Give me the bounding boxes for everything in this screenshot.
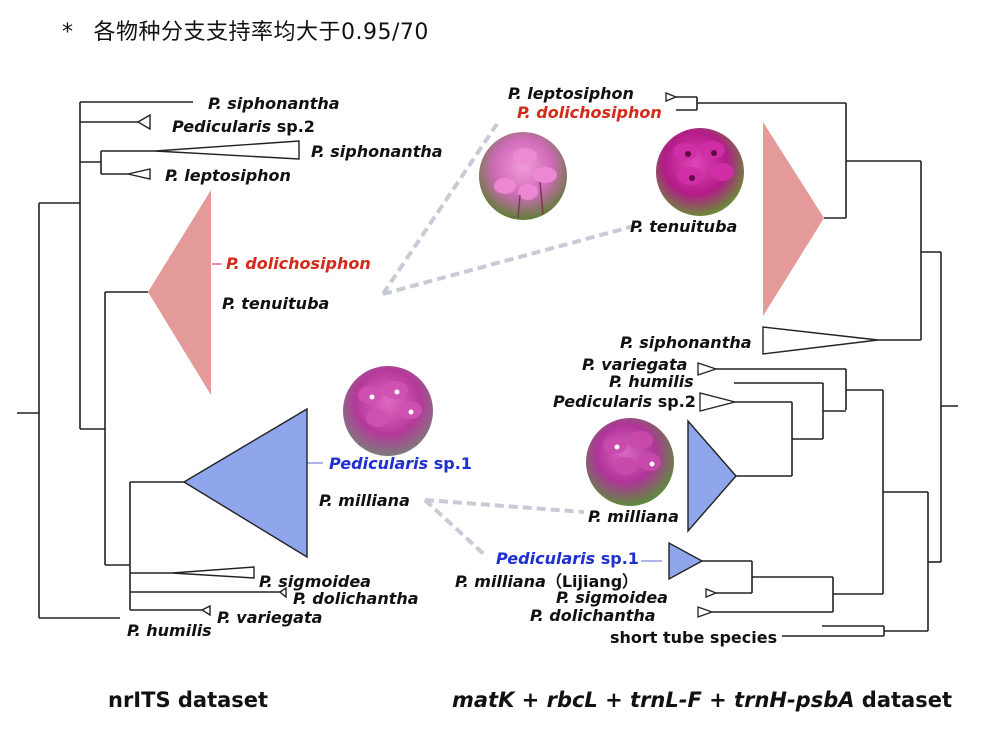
left-label-pedicularis-sp1: Pedicularis sp.1 [329, 454, 472, 473]
right-clade-milliana [687, 419, 737, 533]
right-tree-caption: matK + rbcL + trnL-F + trnH-psbA dataset [452, 688, 953, 712]
right-clade-leptosiphon [665, 92, 678, 102]
right-label-sigmoidea: P. sigmoidea [556, 588, 668, 607]
left-label-dolichantha: P. dolichantha [293, 589, 419, 608]
left-clade-long-tube [148, 190, 211, 395]
left-tree-caption: nrITS dataset [108, 688, 269, 712]
right-label-variegata: P. variegata [582, 355, 688, 374]
right-label-milliana: P. milliana [588, 507, 679, 526]
left-label-dolichosiphon: P. dolichosiphon [226, 254, 371, 273]
left-label-leptosiphon: P. leptosiphon [165, 166, 291, 185]
left-clade-leptosiphon [127, 168, 151, 180]
right-clade-variegata [697, 362, 719, 376]
right-tree-branches [641, 96, 958, 637]
left-label-tenuituba: P. tenuituba [222, 294, 330, 313]
left-label-pedicularis-sp2: Pedicularis sp.2 [172, 117, 315, 136]
left-label-variegata: P. variegata [217, 608, 323, 627]
right-label-siphonantha: P. siphonantha [620, 333, 752, 352]
left-clade-sp2 [136, 113, 151, 131]
support-note: * 各物种分支支持率均大于0.95/70 [62, 14, 429, 46]
left-clade-sigmoidea [171, 566, 255, 579]
right-label-short-tube: short tube species [610, 628, 778, 647]
left-label-sigmoidea: P. sigmoidea [259, 572, 371, 591]
left-label-siphonantha-2: P. siphonantha [311, 142, 443, 161]
connector-tenuituba [382, 224, 635, 296]
left-tree-clades [127, 113, 308, 617]
left-clade-milliana [182, 407, 308, 559]
left-label-humilis: P. humilis [127, 621, 212, 640]
right-label-humilis: P. humilis [609, 372, 694, 391]
photo-sp1 [343, 366, 433, 456]
right-label-pedicularis-sp2: Pedicularis sp.2 [553, 392, 696, 411]
support-note-text: 各物种分支支持率均大于0.95/70 [93, 20, 429, 45]
right-clade-dolichantha [697, 606, 714, 618]
left-tree-branches [17, 101, 323, 619]
connector-lines [381, 122, 635, 559]
right-clade-sigmoidea [705, 588, 718, 598]
right-clade-sp2 [699, 392, 736, 412]
right-label-leptosiphon: P. leptosiphon [508, 84, 634, 103]
right-clade-sp1 [668, 541, 704, 581]
right-label-milliana-lijiang: P. milliana（Lijiang） [455, 572, 639, 591]
right-label-dolichosiphon: P. dolichosiphon [517, 103, 662, 122]
asterisk: * [62, 20, 74, 45]
left-label-milliana: P. milliana [319, 491, 410, 510]
connector-sp1 [423, 498, 489, 559]
left-clade-dolichantha [278, 586, 287, 599]
photo-milliana [586, 418, 674, 506]
left-clade-siphonantha [154, 140, 300, 160]
right-label-pedicularis-sp1: Pedicularis sp.1 [496, 549, 639, 568]
left-clade-variegata [200, 604, 211, 617]
right-clade-long-tube [763, 122, 824, 316]
photo-tenuituba [656, 128, 744, 216]
right-label-tenuituba: P. tenuituba [630, 217, 738, 236]
left-label-siphonantha-1: P. siphonantha [208, 94, 340, 113]
right-label-dolichantha: P. dolichantha [530, 606, 656, 625]
connector-milliana [424, 498, 585, 514]
photo-dolichosiphon [479, 132, 567, 220]
connector-dolichosiphon [381, 122, 499, 296]
right-clade-siphonantha [762, 326, 879, 355]
right-tree-clades [665, 92, 879, 618]
